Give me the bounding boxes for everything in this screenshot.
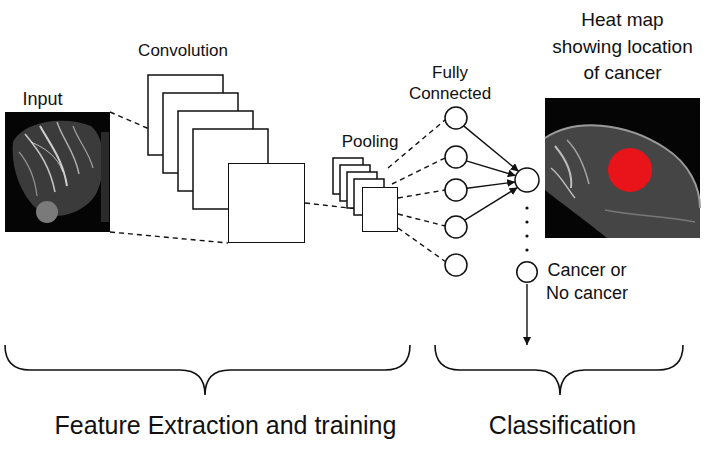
weight-arrow [464,126,519,171]
heading-block: Pooling [335,131,405,152]
node-heading: Heat map showing location of cancer [545,7,700,87]
weight-arrow [465,187,518,220]
image-ground [5,112,110,232]
node-heading: Input [5,88,80,111]
tissue-streak [605,210,695,222]
dashed-link [392,158,445,184]
dot [525,220,528,223]
brace [5,345,410,395]
mri-heat-map-image [545,98,700,238]
breast-tissue [13,121,104,216]
convolution-map: Convolution [228,163,305,243]
heat-map-image: Heat map showing location of cancer [545,98,700,238]
brace [435,345,683,395]
dot [525,234,528,237]
section-label: Feature Extraction and training [28,410,423,441]
tissue-streak [73,126,93,168]
weight-arrows [464,126,519,220]
tissue-streak [19,152,37,196]
section-label: Classification [440,410,685,441]
ellipsis-dots [525,206,528,251]
heading-block: Input [5,88,80,111]
dot [525,248,528,251]
output-neuron [515,168,539,192]
skin-line [545,125,700,208]
layer-label: Fully Connected [406,62,494,105]
node-heading: Cancer or No cancer [544,259,630,304]
tissue-streak [551,168,575,198]
neuron [445,107,467,129]
heading-block: Heat map showing location of cancer [545,7,700,87]
neuron-outline [516,261,538,283]
round-structure [36,201,58,223]
section-label: Classification [440,410,685,441]
neuron [517,262,538,283]
tissue-streak [31,142,63,172]
dashed-link [398,190,445,198]
cancer-heat-spot [608,148,652,192]
tissue-streak [567,140,589,184]
dot [525,206,528,209]
input-image: Input [5,112,110,232]
output-arrow [526,284,527,345]
layer-label: Fully Connected [406,62,494,105]
dashed-link [398,228,446,262]
tissue-edge [101,132,109,222]
neurons [445,107,539,276]
neuron [445,146,467,168]
neuron [445,216,467,238]
heading-block: Convolution [133,40,233,61]
neuron [445,254,467,276]
output-neuron: Cancer or No cancer [516,261,538,283]
node-heading: Pooling [335,131,405,152]
neuron [445,179,467,201]
pooling-map: Pooling [362,187,398,232]
weight-arrow [466,161,516,176]
weight-arrow [467,182,515,188]
heading-block: Cancer or No cancer [544,259,630,304]
breast-tissue [545,125,700,238]
dashed-link [398,214,445,226]
image-ground [545,98,700,238]
mri-input-image [5,112,110,232]
section-label: Feature Extraction and training [28,410,423,441]
node-heading: Convolution [133,40,233,61]
